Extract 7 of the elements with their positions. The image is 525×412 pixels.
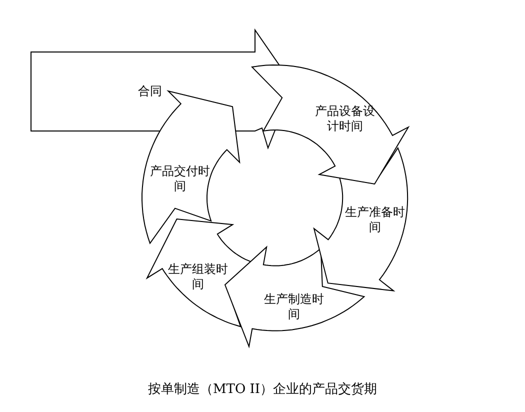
arrow-label: 产品设备设计时间 <box>314 104 376 134</box>
caption: 按单制造（MTO II）企业的产品交货期 <box>148 382 378 397</box>
arrow-label: 生产组装时间 <box>166 262 229 292</box>
arrow-label: 合同 <box>137 84 163 99</box>
arrow-label: 生产准备时间 <box>344 204 406 235</box>
arrow-label: 生产制造时间 <box>263 292 325 322</box>
arrow-label: 产品交付时间 <box>148 164 211 194</box>
